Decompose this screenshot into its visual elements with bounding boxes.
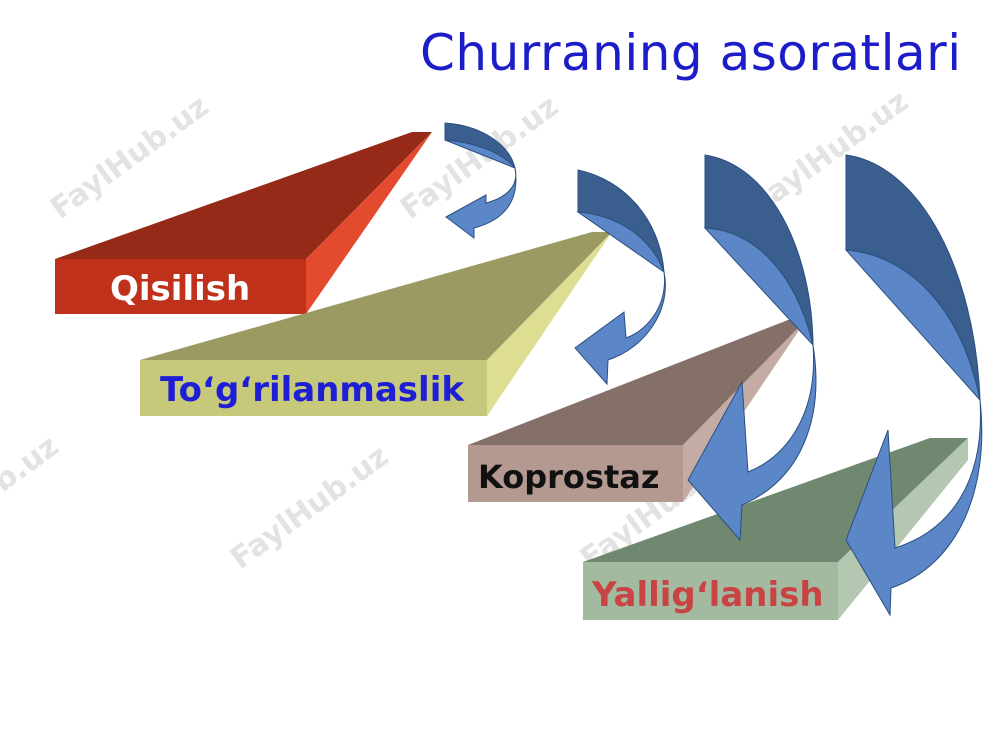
step-label: To‘g‘rilanmaslik (160, 370, 465, 410)
step-qisilish: Qisilish (55, 132, 432, 314)
step-front-face (468, 445, 683, 502)
curved-arrows (444, 122, 983, 617)
step-koprostaz: Koprostaz (468, 320, 806, 502)
step-top-face (55, 132, 432, 259)
curved-arrow-2 (574, 169, 666, 386)
curved-arrow-1 (444, 122, 517, 239)
step-label: Qisilish (110, 269, 250, 309)
step-label: Yallig‘lanish (591, 575, 824, 615)
step-top-face (468, 320, 806, 445)
step-top-face (140, 232, 612, 360)
curved-arrow-3 (687, 154, 817, 542)
step-front-face (55, 259, 306, 314)
step-togrilanmaslik: To‘g‘rilanmaslik (140, 232, 612, 416)
watermark: FaylHub.uz (224, 439, 395, 577)
page-title: Churraning asoratlari (420, 24, 962, 82)
watermark: FaylHub.uz (0, 429, 65, 567)
step-front-face (140, 360, 487, 416)
curved-arrow-4 (844, 154, 983, 617)
watermark: FaylHub.uz (44, 89, 215, 227)
step-side-face (306, 132, 432, 314)
step-top-face (583, 438, 968, 562)
step-yalliglanish: Yallig‘lanish (583, 438, 968, 620)
step-front-face (583, 562, 838, 620)
step-side-face (487, 232, 612, 416)
step-label: Koprostaz (478, 458, 659, 496)
